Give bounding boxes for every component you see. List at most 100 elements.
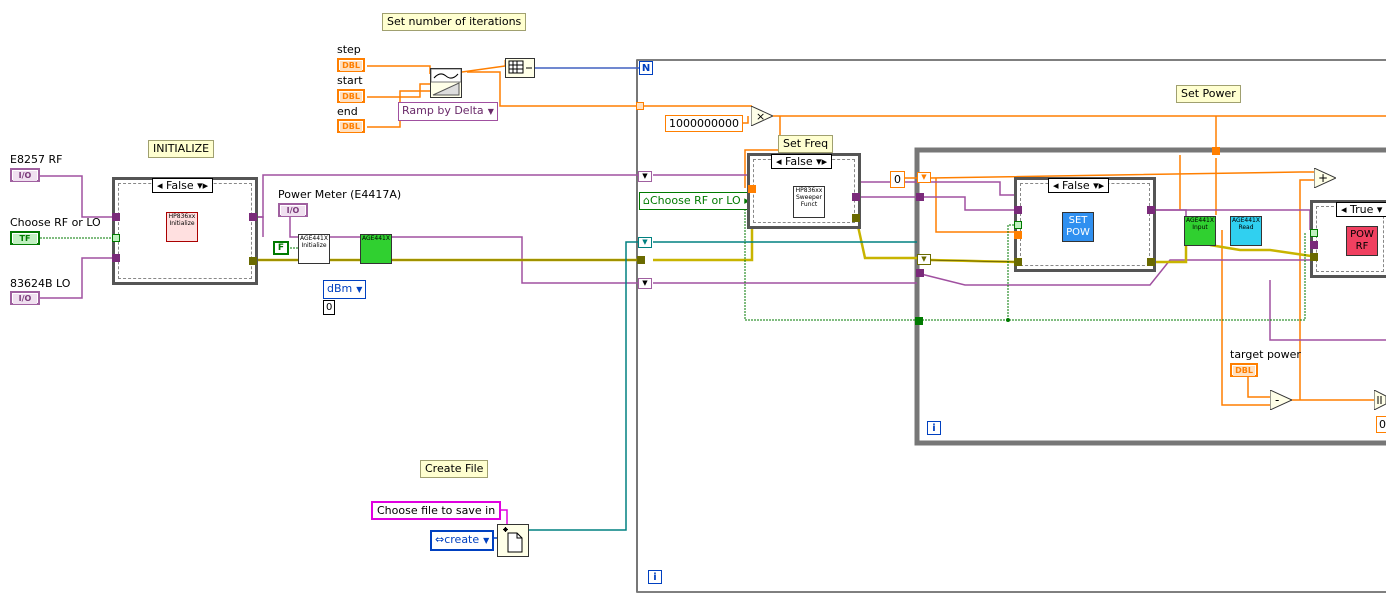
zero-constant[interactable]: 0 bbox=[890, 171, 905, 188]
ramp-pattern-vi[interactable] bbox=[430, 68, 462, 98]
initialize-case-selector[interactable]: ◂ False ▾▸ bbox=[152, 178, 214, 193]
right-value-const[interactable]: 0 bbox=[1376, 416, 1386, 433]
outer-loop-count-terminal[interactable]: N bbox=[639, 61, 653, 75]
freq-multiplier-constant[interactable]: 1000000000 bbox=[665, 115, 743, 132]
file-path-control[interactable]: Choose file to save in bbox=[371, 501, 502, 520]
power-meter-terminal[interactable]: I/O bbox=[278, 203, 308, 217]
set-pow-selector-text: False bbox=[1062, 179, 1090, 192]
age441x-initialize-vi[interactable]: AGE441X Initialize bbox=[298, 234, 330, 264]
end-terminal[interactable]: DBL bbox=[337, 119, 365, 133]
initialize-selector-text: False bbox=[166, 179, 194, 192]
note-create-file: Create File bbox=[420, 460, 489, 478]
set-pow-tunnel-err-in bbox=[1014, 258, 1022, 266]
set-pow-tunnel-dbl bbox=[1014, 231, 1022, 239]
step-terminal[interactable]: DBL bbox=[337, 58, 365, 72]
inner-loop-iteration-terminal: i bbox=[927, 421, 941, 435]
svg-text:×: × bbox=[756, 110, 765, 123]
set-pow-vi[interactable]: SET POW bbox=[1062, 212, 1094, 242]
shift-register-lo: ▼ bbox=[638, 278, 652, 289]
set-freq-selector-text: False bbox=[785, 155, 813, 168]
unit-text: dBm bbox=[327, 282, 353, 295]
unit-value: 0 bbox=[323, 300, 336, 315]
subtract-icon: - bbox=[1269, 389, 1294, 411]
inner-loop-frame bbox=[914, 147, 1386, 446]
inner-tunnel-rf bbox=[916, 193, 924, 201]
note-initialize: INITIALIZE bbox=[148, 140, 215, 158]
svg-text:-: - bbox=[1275, 393, 1279, 407]
multiply-primitive[interactable]: × bbox=[750, 105, 775, 127]
shift-register-rf: ▼ bbox=[638, 171, 652, 182]
init-tunnel-bool-in bbox=[112, 234, 120, 242]
set-pow-tunnel-ref bbox=[1014, 206, 1022, 214]
init-tunnel-lo-in bbox=[112, 254, 120, 262]
shift-register-path: ▼ bbox=[638, 237, 652, 248]
chevron-down-icon: ▼ bbox=[483, 536, 490, 545]
add-primitive[interactable]: + bbox=[1313, 167, 1338, 189]
set-pow-tunnel-err-out bbox=[1147, 258, 1155, 266]
chevron-down-icon: ▼ bbox=[487, 107, 494, 116]
power-meter-terminal-text: I/O bbox=[281, 206, 305, 216]
start-terminal[interactable]: DBL bbox=[337, 89, 365, 103]
add-icon: + bbox=[1313, 167, 1338, 189]
end-terminal-text: DBL bbox=[340, 122, 362, 132]
choose-rf-lo-terminal-text: TF bbox=[13, 234, 37, 244]
inner-tunnel-top-orange bbox=[1212, 147, 1220, 155]
pow-rf-case-selector[interactable]: ◂ True ▾ bbox=[1336, 202, 1386, 217]
file-op-ring[interactable]: ⇔create▼ bbox=[430, 530, 495, 551]
choose-rf-lo-terminal[interactable]: TF bbox=[10, 231, 40, 245]
label-power-meter: Power Meter (E4417A) bbox=[278, 188, 402, 201]
build-array-vi[interactable] bbox=[505, 58, 535, 78]
e8257-rf-terminal-text: I/O bbox=[13, 171, 37, 181]
hp836xx-initialize-vi[interactable]: HP836xx Initialize bbox=[166, 212, 198, 242]
init-tunnel-rf-in bbox=[112, 213, 120, 221]
set-pow-tunnel-ref-out bbox=[1147, 206, 1155, 214]
hp836xx-sweeper-vi[interactable]: HP836xx Sweeper Funct bbox=[793, 186, 825, 218]
pow-rf-selector-text: True bbox=[1350, 203, 1374, 216]
chevron-down-icon: ▼ bbox=[356, 285, 363, 294]
target-power-terminal[interactable]: DBL bbox=[1230, 363, 1258, 377]
age441x-input-vi[interactable]: AGE441X Input bbox=[1184, 216, 1216, 246]
ramp-mode-ring[interactable]: Ramp by Delta▼ bbox=[398, 102, 498, 121]
inner-tunnel-lo bbox=[916, 269, 924, 277]
set-pow-case-selector[interactable]: ◂ False ▾▸ bbox=[1048, 178, 1110, 193]
choose-rf-lo-ring[interactable]: ⌂Choose RF or LO ▸ bbox=[639, 192, 754, 210]
ramp-icon bbox=[430, 68, 462, 96]
age441x-config-vi[interactable]: AGE441X bbox=[360, 234, 392, 264]
label-end: end bbox=[337, 105, 358, 118]
pow-rf-tunnel-ref bbox=[1310, 241, 1318, 249]
set-freq-tunnel-in bbox=[748, 185, 756, 193]
outer-tunnel-error bbox=[637, 256, 645, 264]
file-icon bbox=[503, 527, 523, 553]
open-create-file-vi[interactable] bbox=[497, 524, 529, 557]
label-step: step bbox=[337, 43, 361, 56]
ramp-mode-text: Ramp by Delta bbox=[402, 104, 484, 117]
start-terminal-text: DBL bbox=[340, 92, 362, 102]
age441x-read-vi[interactable]: AGE441X Read bbox=[1230, 216, 1262, 246]
note-set-freq: Set Freq bbox=[778, 135, 834, 153]
outer-tunnel-start bbox=[636, 102, 644, 110]
abs-primitive[interactable] bbox=[1373, 389, 1386, 411]
lo-83624b-terminal[interactable]: I/O bbox=[10, 291, 40, 305]
pow-rf-vi[interactable]: POW RF bbox=[1346, 226, 1378, 256]
false-constant[interactable]: F bbox=[273, 241, 289, 255]
label-83624b-lo: 83624B LO bbox=[10, 277, 71, 290]
init-tunnel-ref-out bbox=[249, 213, 257, 221]
set-freq-case-selector[interactable]: ◂ False ▾▸ bbox=[771, 154, 833, 169]
e8257-rf-terminal[interactable]: I/O bbox=[10, 168, 40, 182]
unit-ring[interactable]: dBm▼ bbox=[323, 280, 367, 299]
label-e8257-rf: E8257 RF bbox=[10, 153, 63, 166]
pow-rf-tunnel-bool bbox=[1310, 229, 1318, 237]
lo-83624b-terminal-text: I/O bbox=[13, 294, 37, 304]
svg-text:+: + bbox=[1318, 171, 1328, 185]
array-icon bbox=[508, 60, 532, 74]
inner-shift-register-dbl: ▼ bbox=[917, 172, 931, 183]
label-target-power: target power bbox=[1230, 348, 1301, 361]
file-op-text: create bbox=[444, 533, 480, 546]
abs-icon bbox=[1373, 389, 1386, 411]
multiply-icon: × bbox=[750, 105, 775, 127]
label-start: start bbox=[337, 74, 363, 87]
init-tunnel-err-out bbox=[249, 257, 257, 265]
subtract-primitive[interactable]: - bbox=[1269, 389, 1294, 411]
label-choose-rf-lo: Choose RF or LO bbox=[10, 216, 101, 229]
step-terminal-text: DBL bbox=[340, 61, 362, 71]
